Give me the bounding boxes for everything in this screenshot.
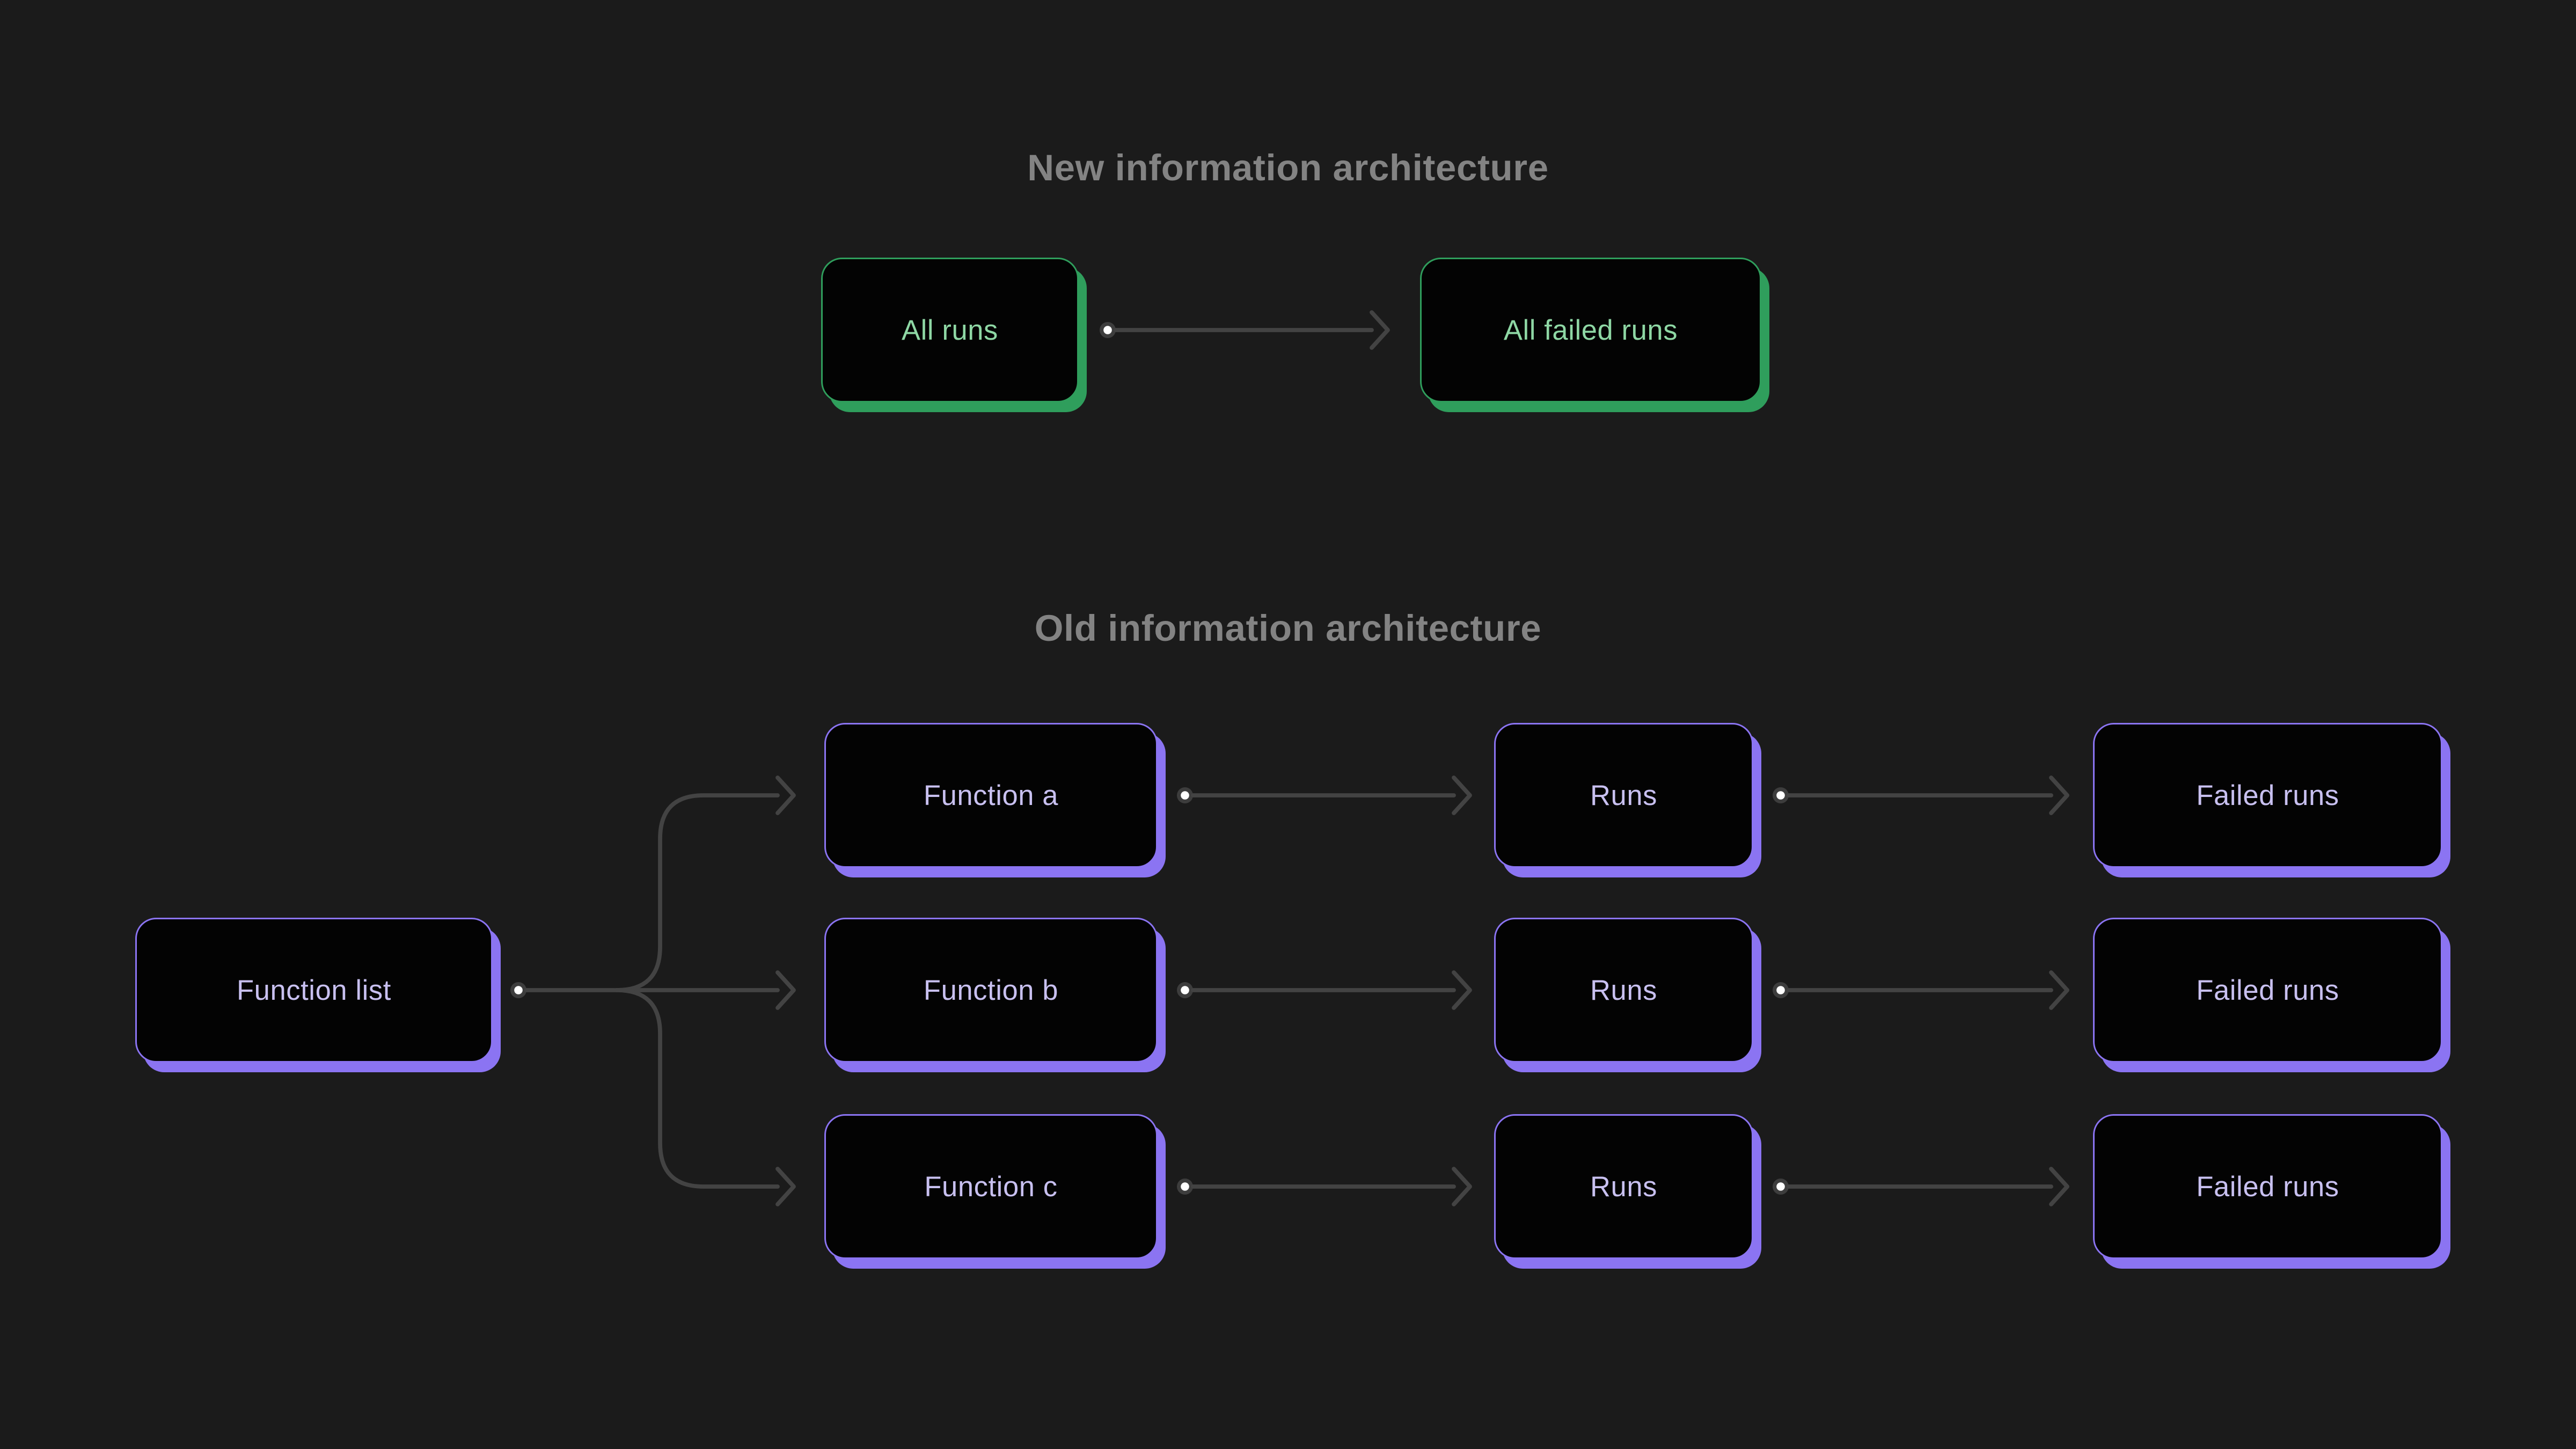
arrowhead-icon: [1452, 775, 1472, 815]
origin-dot-icon: [514, 986, 523, 994]
connector-runsb-failedruns: [1773, 970, 2069, 1010]
connector-functionb-runs: [1177, 970, 1472, 1010]
old-architecture-title: Old information architecture: [1034, 607, 1542, 649]
node-runs-b-label: Runs: [1590, 973, 1657, 1006]
origin-dot-icon: [1103, 326, 1112, 334]
node-all-failed-runs-label: All failed runs: [1503, 313, 1678, 346]
node-all-failed-runs: All failed runs: [1420, 258, 1761, 402]
origin-dot-icon: [1776, 986, 1785, 994]
node-function-c-label: Function c: [924, 1169, 1058, 1202]
origin-dot-icon: [1776, 1182, 1785, 1191]
node-function-c: Function c: [824, 1114, 1158, 1259]
arrowhead-icon: [2049, 775, 2069, 815]
node-failed-runs-c-label: Failed runs: [2196, 1169, 2339, 1202]
node-function-a: Function a: [824, 723, 1158, 868]
node-function-list-label: Function list: [237, 973, 391, 1006]
arrowhead-icon: [1452, 1167, 1472, 1206]
origin-dot-icon: [1776, 791, 1785, 800]
arrowhead-icon: [2049, 1167, 2069, 1206]
node-runs-c: Runs: [1494, 1114, 1753, 1259]
node-runs-c-label: Runs: [1590, 1169, 1657, 1202]
arrowhead-icon: [1452, 970, 1472, 1010]
origin-dot-icon: [1181, 791, 1189, 800]
node-failed-runs-b-label: Failed runs: [2196, 973, 2339, 1006]
new-architecture-title: New information architecture: [1027, 147, 1549, 188]
connector-allruns-allfailedruns: [1100, 310, 1390, 350]
node-failed-runs-a: Failed runs: [2093, 723, 2442, 868]
node-function-a-label: Function a: [923, 778, 1059, 811]
node-failed-runs-b: Failed runs: [2093, 918, 2442, 1063]
origin-dot-icon: [1181, 1182, 1189, 1191]
node-function-b: Function b: [824, 918, 1158, 1063]
connector-functiona-runs: [1177, 775, 1472, 815]
connector-runsa-failedruns: [1773, 775, 2069, 815]
arrowhead-icon: [775, 775, 796, 815]
arrowhead-icon: [775, 970, 796, 1010]
node-runs-a: Runs: [1494, 723, 1753, 868]
connector-line: [614, 793, 780, 992]
connector-line: [614, 988, 780, 1189]
node-function-list: Function list: [135, 918, 493, 1063]
connector-functionlist-fork: [510, 775, 796, 1206]
node-failed-runs-c: Failed runs: [2093, 1114, 2442, 1259]
node-all-runs: All runs: [821, 258, 1079, 402]
arrowhead-icon: [1370, 310, 1390, 350]
connector-functionc-runs: [1177, 1167, 1472, 1206]
origin-dot-icon: [1181, 986, 1189, 994]
node-failed-runs-a-label: Failed runs: [2196, 778, 2339, 811]
arrowhead-icon: [2049, 970, 2069, 1010]
node-all-runs-label: All runs: [902, 313, 998, 346]
connector-runsc-failedruns: [1773, 1167, 2069, 1206]
node-runs-a-label: Runs: [1590, 778, 1657, 811]
arrowhead-icon: [775, 1167, 796, 1206]
node-runs-b: Runs: [1494, 918, 1753, 1063]
node-function-b-label: Function b: [923, 973, 1059, 1006]
